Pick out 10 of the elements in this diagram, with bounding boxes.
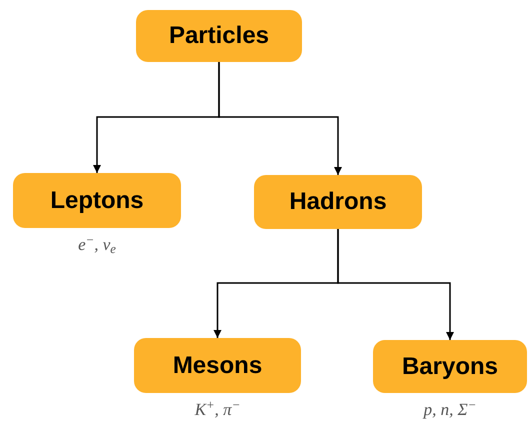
particle-examples: e$^{−}$, ν$_{e}$: [77, 232, 117, 258]
particle-examples: p, n, Σ$^{−}$: [422, 397, 478, 421]
connector-arrow: [337, 229, 454, 340]
category-box: Particles: [136, 10, 302, 62]
category-box: Baryons: [373, 340, 527, 393]
category-box: Leptons: [13, 173, 181, 228]
category-box: Mesons: [134, 338, 301, 393]
particle-examples: K$^{+}$, π$^{−}$: [194, 397, 242, 421]
connector-arrow: [218, 62, 342, 175]
category-box: Hadrons: [254, 175, 422, 229]
